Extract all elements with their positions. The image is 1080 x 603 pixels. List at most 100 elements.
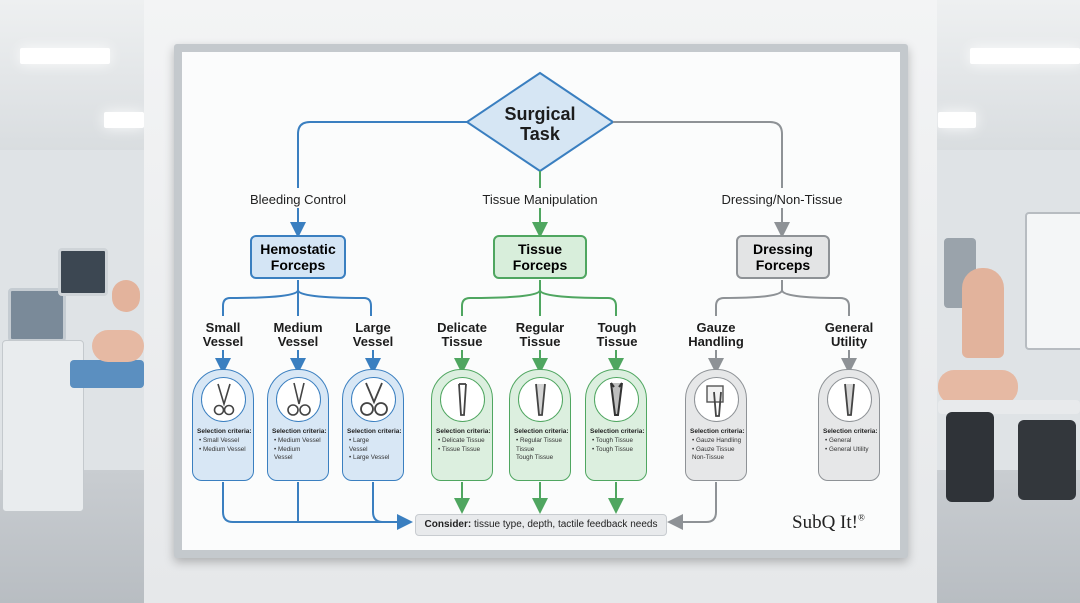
- node-line2: Forceps: [512, 257, 568, 273]
- connector: [667, 482, 717, 530]
- connector: [297, 121, 467, 188]
- criteria-title: Selection criteria:: [436, 428, 491, 435]
- mannequin-torso: [962, 268, 1004, 358]
- wall-whiteboard: [1025, 212, 1080, 350]
- branch-label-tissue: Tissue Manipulation: [482, 192, 598, 207]
- root-node-label: Surgical Task: [490, 104, 590, 144]
- criteria-item: • Medium Vessel: [199, 445, 246, 453]
- node-line2: Forceps: [755, 257, 811, 273]
- card-large-vessel: Selection criteria: • Large Vessel • Lar…: [342, 369, 404, 481]
- connector: [372, 482, 384, 523]
- criteria-list: • Small Vessel • Medium Vessel: [199, 437, 253, 454]
- card-small-vessel: Selection criteria: • Small Vessel • Med…: [192, 369, 254, 481]
- criteria-item: • Tissue Tissue: [438, 445, 481, 453]
- node-line1: Hemostatic: [260, 241, 336, 257]
- card-delicate-tissue: Selection criteria: • Delicate Tissue • …: [431, 369, 493, 481]
- root-line1: Surgical: [504, 104, 576, 124]
- connector: [222, 482, 413, 530]
- criteria-title: Selection criteria:: [347, 428, 402, 435]
- table: [938, 400, 1080, 414]
- leaf-line2: Tissue: [441, 334, 483, 349]
- card-tough-tissue: Selection criteria: • Tough Tissue • Tou…: [585, 369, 647, 481]
- connector: [613, 121, 783, 188]
- connector: [461, 280, 617, 316]
- leaf-line2: Vessel: [352, 334, 394, 349]
- criteria-item: Tough Tissue: [516, 454, 554, 461]
- criteria-list: • Large Vessel • Large Vessel: [349, 437, 403, 463]
- criteria-item: Tissue: [516, 445, 535, 453]
- criteria-item: Vessel: [274, 454, 293, 461]
- leaf-line2: Handling: [688, 334, 744, 349]
- hemostat-icon: [276, 377, 321, 422]
- branch-label-dressing: Dressing/Non-Tissue: [721, 192, 843, 207]
- ceiling-light: [104, 112, 144, 128]
- card-regular-tissue: Selection criteria: • Regular Tissue Tis…: [509, 369, 571, 481]
- leaf-line1: Tough: [597, 320, 637, 335]
- node-line1: Tissue: [517, 241, 563, 257]
- card-gauze-handling: Selection criteria: • Gauze Handling • G…: [685, 369, 747, 481]
- registered-mark: ®: [857, 512, 865, 523]
- criteria-item: • Tough Tissue: [592, 437, 633, 444]
- criteria-title: Selection criteria:: [272, 428, 327, 435]
- mannequin-head: [112, 280, 140, 312]
- hemostat-icon: [201, 377, 246, 422]
- leaf-line2: Tissue: [596, 334, 638, 349]
- hemostat-large-icon: [351, 377, 396, 422]
- consider-box: Consider: tissue type, depth, tactile fe…: [415, 514, 667, 536]
- chair: [1018, 420, 1076, 500]
- tweezers-icon: [518, 377, 563, 422]
- criteria-item: • Gauze Handling: [692, 437, 742, 444]
- criteria-title: Selection criteria:: [590, 428, 645, 435]
- leaf-line2: Vessel: [202, 334, 244, 349]
- criteria-item: • Large Vessel: [349, 454, 390, 461]
- root-line2: Task: [520, 124, 560, 144]
- logo-text: SubQ It!: [792, 512, 858, 533]
- criteria-title: Selection criteria:: [690, 428, 745, 435]
- patient-bed: [70, 360, 144, 388]
- brand-logo: SubQ It!®: [792, 512, 865, 534]
- node-line1: Dressing: [753, 241, 813, 257]
- criteria-item: • Regular Tissue: [516, 437, 562, 444]
- criteria-title: Selection criteria:: [514, 428, 569, 435]
- consider-text: tissue type, depth, tactile feedback nee…: [471, 519, 658, 530]
- criteria-list: • Delicate Tissue • Tissue Tissue: [438, 437, 492, 454]
- connector: [715, 280, 850, 316]
- connector: [222, 280, 372, 316]
- ceiling-light: [938, 112, 976, 128]
- criteria-item: • General Utility: [825, 445, 869, 453]
- criteria-title: Selection criteria:: [197, 428, 252, 435]
- ceiling-light: [20, 48, 110, 64]
- criteria-item: • Medium Vessel: [274, 437, 321, 444]
- criteria-item: • Delicate Tissue: [438, 437, 485, 444]
- leaf-line1: Medium: [273, 320, 323, 335]
- mannequin: [938, 370, 1018, 404]
- leaf-line2: Vessel: [277, 334, 319, 349]
- criteria-list: • General • General Utility: [825, 437, 879, 454]
- toothed-forceps-icon: [594, 377, 639, 422]
- criteria-item: • Small Vessel: [199, 437, 240, 444]
- node-line2: Forceps: [270, 257, 326, 273]
- leaf-line1: Small: [205, 320, 241, 335]
- gauze-forceps-icon: [694, 377, 739, 422]
- leaf-line1: Regular: [515, 320, 565, 335]
- card-medium-vessel: Selection criteria: • Medium Vessel • Me…: [267, 369, 329, 481]
- ceiling-light: [970, 48, 1080, 64]
- leaf-line1: General: [824, 320, 874, 335]
- criteria-list: • Medium Vessel • Medium Vessel: [274, 437, 328, 463]
- chair: [946, 412, 994, 502]
- leaf-line2: Utility: [830, 334, 868, 349]
- tweezers-icon: [440, 377, 485, 422]
- criteria-item: Vessel: [349, 445, 368, 453]
- mannequin: [92, 330, 144, 362]
